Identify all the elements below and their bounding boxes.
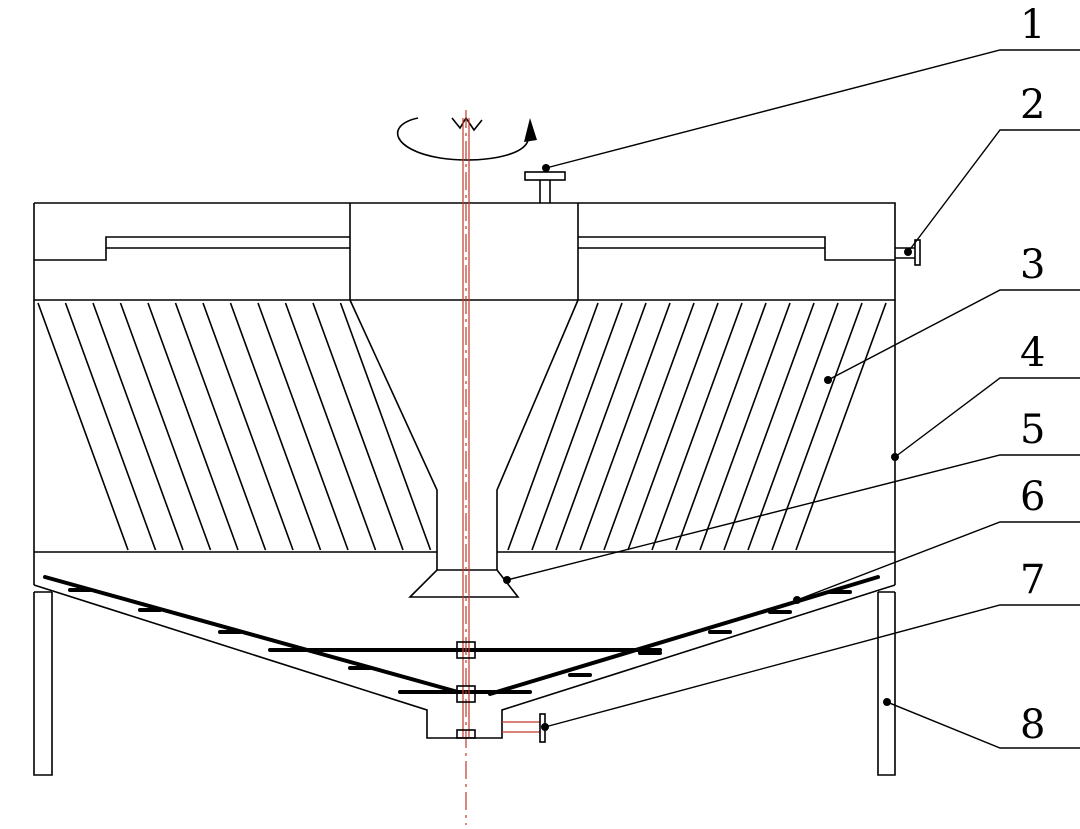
- inclined-plates: [37, 302, 887, 551]
- plate-line-right: [771, 302, 863, 551]
- central-feed-well: [349, 299, 579, 598]
- rotation-arrowhead: [524, 118, 537, 142]
- plate-line-left: [229, 302, 322, 551]
- plate-line-left: [174, 302, 267, 551]
- plate-line-left: [92, 302, 184, 551]
- plate-line-left: [339, 302, 432, 551]
- tank-upper-frame: [33, 202, 896, 301]
- plate-line-right: [531, 302, 623, 551]
- plate-line-right: [699, 302, 791, 551]
- callout-5: 5: [1020, 407, 1045, 453]
- callout-4: 4: [1020, 330, 1045, 376]
- plate-line-right: [555, 302, 647, 551]
- callout-7: 7: [1020, 557, 1045, 603]
- plate-line-right: [603, 302, 695, 551]
- callout-6: 6: [1020, 474, 1045, 520]
- plate-line-right: [651, 302, 743, 551]
- callout-3: 3: [1020, 242, 1045, 288]
- plate-line-right: [579, 302, 671, 551]
- plate-line-left: [257, 302, 349, 551]
- leader-lines: [503, 49, 1080, 749]
- tank-middle-frame: [33, 300, 896, 585]
- plate-line-left: [64, 302, 157, 551]
- callout-2: 2: [1020, 82, 1045, 128]
- callout-labels: 1 2 3 4 5 6 7 8: [1020, 2, 1045, 748]
- support-legs: [33, 591, 896, 776]
- callout-8: 8: [1020, 702, 1045, 748]
- plate-line-right: [675, 302, 767, 551]
- plate-line-left: [312, 302, 404, 551]
- scraper-arms: [43, 575, 880, 696]
- plate-line-right: [723, 302, 815, 551]
- plate-line-left: [119, 302, 212, 551]
- plate-line-right: [507, 302, 599, 551]
- rotation-arrow: [397, 116, 537, 161]
- plate-line-right: [627, 302, 719, 551]
- sludge-outlet: [502, 713, 546, 743]
- plate-line-left: [202, 302, 294, 551]
- plate-line-right: [795, 302, 887, 551]
- callout-1: 1: [1020, 2, 1045, 48]
- plate-line-left: [147, 302, 239, 551]
- inlet-flange: [524, 171, 566, 203]
- plate-line-left: [37, 302, 129, 551]
- plate-line-right: [747, 302, 839, 551]
- drive-shaft: [456, 110, 476, 825]
- plate-line-left: [284, 302, 377, 551]
